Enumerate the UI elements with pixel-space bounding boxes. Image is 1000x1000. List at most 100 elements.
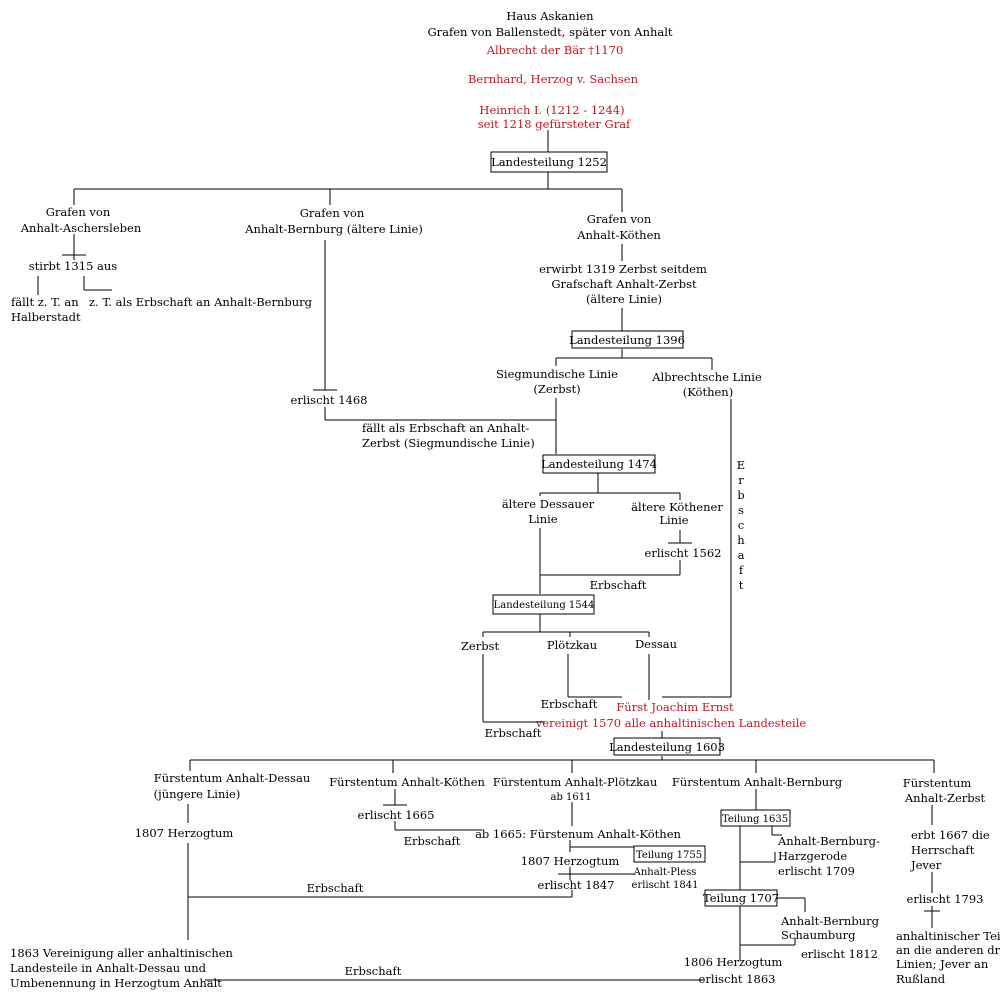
p-zerbst-share-4: Rußland [896, 972, 946, 986]
schaumburg-label: Anhalt-Bernburg [780, 914, 880, 928]
halberstadt-label-2: Halberstadt [11, 310, 81, 324]
erbschaft-letter: f [739, 563, 744, 577]
partition-1635-label: Teilung 1635 [722, 814, 788, 825]
p-bernburg-duchy: 1806 Herzogtum [684, 955, 783, 969]
p-zerbst-title: Fürstentum [903, 776, 972, 790]
aschersleben-extinct: stirbt 1315 aus [29, 259, 118, 273]
harzgerode-extinct: erlischt 1709 [778, 864, 855, 878]
box-1603 [613, 737, 721, 756]
bernhard-label: Bernhard, Herzog v. Sachsen [468, 72, 639, 86]
p-dessau-union-3: Umbenennung in Herzogtum Anhalt [10, 976, 222, 990]
box-1396 [571, 330, 684, 349]
partition-1252-label: Landesteilung 1252 [491, 155, 607, 169]
counts-subtitle: Grafen von Ballenstedt, später von Anhal… [427, 25, 672, 39]
erbschaft-letter: E [737, 458, 745, 472]
koethen-title-2: Anhalt-Köthen [576, 228, 661, 242]
koethen-zerbst-3: (ältere Linie) [586, 292, 662, 306]
p-dessau-union: 1863 Vereinigung aller anhaltinischen [10, 946, 234, 960]
p-zerbst-share-2: an die anderen drei [896, 943, 1000, 957]
p-bernburg-title: Fürstentum Anhalt-Bernburg [672, 775, 843, 789]
p-zerbst-share-3: Linien; Jever an [896, 957, 989, 971]
p-ploetzkau-duchy: 1807 Herzogtum [521, 854, 620, 868]
heinrich-sub-label: seit 1218 gefürsteter Graf [478, 117, 631, 131]
principality-koethen-labels: Fürstentum Anhalt-Köthen erlischt 1665 E… [329, 775, 485, 848]
partition-1707-label: Teilung 1707 [703, 891, 779, 905]
aschersleben-labels: Grafen von Anhalt-Aschersleben stirbt 13… [11, 205, 313, 324]
koethen-old-extinct: erlischt 1562 [645, 546, 722, 560]
aschersleben-title-2: Anhalt-Aschersleben [20, 221, 142, 235]
koethen-zerbst-2: Grafschaft Anhalt-Zerbst [551, 277, 697, 291]
dessau-old-label-2: Linie [528, 512, 557, 526]
koethen-zerbst: erwirbt 1319 Zerbst seitdem [539, 262, 707, 276]
joachim-ernst-label: Fürst Joachim Ernst [616, 700, 734, 714]
bernburg-old-inherit: fällt als Erbschaft an Anhalt- [362, 421, 529, 435]
koethen-labels: Grafen von Anhalt-Köthen erwirbt 1319 Ze… [496, 212, 762, 399]
bernburg-old-inherit-2: Zerbst (Siegmundische Linie) [362, 436, 535, 450]
principality-zerbst-labels: Fürstentum Anhalt-Zerbst erbt 1667 die H… [896, 776, 1000, 986]
zerbst-label: Zerbst [461, 639, 500, 653]
partition-1544-label: Landesteilung 1544 [494, 600, 595, 611]
harzgerode-label: Anhalt-Bernburg- [777, 834, 880, 848]
partition-1603-label: Landesteilung 1603 [609, 740, 725, 754]
inheritance-label-ploetzkau: Erbschaft [541, 697, 598, 711]
p-dessau-union-2: Landesteile in Anhalt-Dessau und [10, 961, 207, 975]
connector-lines [37, 130, 940, 981]
p-dessau-title: Fürstentum Anhalt-Dessau [154, 771, 310, 785]
koethen-old-label: ältere Köthener [631, 500, 723, 514]
erbschaft-vertical-label: E r b s c h a f t [737, 458, 745, 592]
inheritance-label-koethen: Erbschaft [404, 834, 461, 848]
inheritance-label-dessau: Erbschaft [307, 881, 364, 895]
p-ploetzkau-since: ab 1611 [551, 792, 592, 803]
erbschaft-letter: b [737, 488, 744, 502]
pless-extinct: erlischt 1841 [632, 880, 699, 891]
partition-1755-label: Teilung 1755 [636, 850, 702, 861]
box-1252 [490, 151, 608, 173]
inheritance-label-zerbst: Erbschaft [485, 726, 542, 740]
ploetzkau-label: Plötzkau [547, 638, 597, 652]
principality-ploetzkau-labels: Fürstentum Anhalt-Plötzkau ab 1611 ab 16… [475, 775, 702, 892]
erbschaft-letter: c [738, 518, 744, 532]
erbschaft-letter: s [738, 503, 744, 517]
dessau-old-label: ältere Dessauer [502, 497, 595, 511]
siegmund-label-2: (Zerbst) [533, 382, 580, 396]
p-koethen-title: Fürstentum Anhalt-Köthen [329, 775, 485, 789]
pless-label: Anhalt-Pless [633, 867, 697, 878]
albrecht-line-label-2: (Köthen) [683, 385, 733, 399]
siegmund-label: Siegmundische Linie [496, 367, 618, 381]
box-1707 [704, 889, 778, 907]
albrecht-label: Albrecht der Bär †1170 [486, 43, 624, 57]
bernburg-old-extinct: erlischt 1468 [291, 393, 368, 407]
erbschaft-letter: a [738, 548, 745, 562]
p-zerbst-jever-3: Jever [910, 858, 942, 872]
box-1755 [633, 845, 706, 863]
partition-1396-label: Landesteilung 1396 [569, 333, 685, 347]
p-bernburg-extinct: erlischt 1863 [699, 972, 776, 986]
inheritance-label-1863: Erbschaft [345, 964, 402, 978]
bernburg-old-title: Grafen von [300, 206, 365, 220]
bernburg-old-title-2: Anhalt-Bernburg (ältere Linie) [244, 222, 423, 236]
schaumburg-label-2: Schaumburg [781, 928, 856, 942]
root-labels: Haus Askanien Grafen von Ballenstedt, sp… [427, 9, 672, 169]
inheritance-label-1562: Erbschaft [590, 578, 647, 592]
p-zerbst-extinct: erlischt 1793 [907, 892, 984, 906]
koethen-old-label-2: Linie [659, 513, 688, 527]
koethen-title: Grafen von [587, 212, 652, 226]
joachim-ernst-label-2: vereinigt 1570 alle anhaltinischen Lande… [535, 716, 807, 730]
harzgerode-label-2: Harzgerode [778, 849, 847, 863]
principality-dessau-labels: Fürstentum Anhalt-Dessau (jüngere Linie)… [10, 771, 402, 990]
p-zerbst-jever-2: Herrschaft [911, 843, 975, 857]
albrecht-line-label: Albrechtsche Linie [651, 370, 762, 384]
p-zerbst-share: anhaltinischer Teil [896, 929, 1000, 943]
heinrich-label: Heinrich I. (1212 - 1244) [479, 103, 624, 117]
dessau-label: Dessau [635, 637, 677, 651]
principality-bernburg-labels: Fürstentum Anhalt-Bernburg Teilung 1635 … [672, 775, 880, 986]
p-ploetzkau-from-1665: ab 1665: Fürstenum Anhalt-Köthen [475, 827, 681, 841]
halberstadt-label: fällt z. T. an [11, 295, 79, 309]
p-ploetzkau-extinct: erlischt 1847 [538, 878, 615, 892]
schaumburg-extinct: erlischt 1812 [801, 947, 878, 961]
p-dessau-duchy: 1807 Herzogtum [135, 826, 234, 840]
bernburg-share-label: z. T. als Erbschaft an Anhalt-Bernburg [89, 295, 313, 309]
erbschaft-letter: h [737, 533, 745, 547]
p-zerbst-jever: erbt 1667 die [911, 828, 990, 842]
